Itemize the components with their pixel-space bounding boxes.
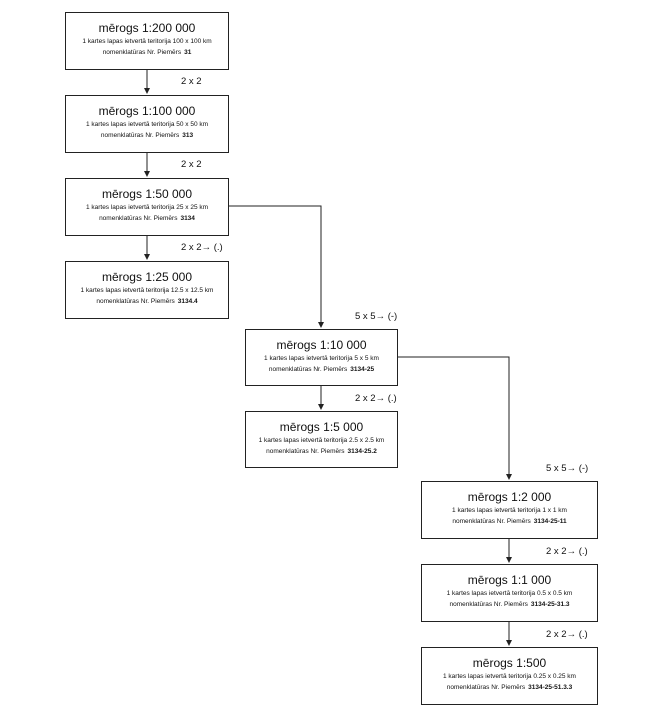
scale-title: mērogs 1:1 000	[467, 573, 552, 587]
connector-label: 5 x 5→ (-)	[355, 311, 398, 322]
connector-label: 2 x 2	[181, 159, 202, 170]
area-text: 1 kartes lapas ietvertā teritorija 12.5 …	[80, 287, 214, 294]
nomenclature-value: 3134-25-51.3.3	[528, 684, 573, 691]
nomenclature-label: nomenklatūras Nr. Piemērs	[100, 132, 180, 139]
nomenclature-label: nomenklatūras Nr. Piemērs	[268, 366, 348, 373]
connector-label: 5 x 5→ (-)	[546, 463, 589, 474]
nomenclature-value: 3134	[180, 215, 195, 222]
scale-box-1-5000: mērogs 1:5 000 1 kartes lapas ietvertā t…	[245, 411, 398, 468]
scale-box-1-500: mērogs 1:500 1 kartes lapas ietvertā ter…	[421, 647, 598, 705]
connector-label: 2 x 2→ (.)	[181, 242, 223, 253]
scale-title: mērogs 1:200 000	[98, 21, 196, 35]
nomenclature-label: nomenklatūras Nr. Piemērs	[452, 518, 531, 525]
area-text: 1 kartes lapas ietvertā teritorija 50 x …	[85, 121, 209, 128]
connector-arrow-50k-10k	[229, 205, 324, 328]
scale-box-1-10000: mērogs 1:10 000 1 kartes lapas ietvertā …	[245, 329, 398, 386]
area-text: 1 kartes lapas ietvertā teritorija 1 x 1…	[452, 507, 567, 514]
area-text: 1 kartes lapas ietvertā teritorija 100 x…	[82, 38, 212, 45]
scale-title: mērogs 1:2 000	[467, 490, 552, 504]
nomenclature-label: nomenklatūras Nr. Piemērs	[446, 684, 526, 691]
area-text: 1 kartes lapas ietvertā teritorija 5 x 5…	[264, 355, 379, 362]
nomenclature-label: nomenklatūras Nr. Piemērs	[99, 215, 178, 222]
area-text: 1 kartes lapas ietvertā teritorija 25 x …	[85, 204, 209, 211]
scale-box-1-200000: mērogs 1:200 000 1 kartes lapas ietvertā…	[65, 12, 229, 70]
connector-arrow-10k-2k	[398, 356, 512, 480]
nomenclature-value: 31	[184, 49, 192, 56]
nomenclature-value: 3134.4	[177, 298, 198, 305]
area-text: 1 kartes lapas ietvertā teritorija 0.25 …	[443, 673, 576, 680]
nomenclature-value: 313	[182, 132, 194, 139]
nomenclature-value: 3134-25	[350, 366, 375, 373]
nomenclature-value: 3134-25.2	[347, 448, 377, 455]
scale-title: mērogs 1:10 000	[276, 338, 367, 352]
area-text: 1 kartes lapas ietvertā teritorija 2.5 x…	[258, 437, 385, 444]
nomenclature-value: 3134-25-31.3	[530, 601, 570, 608]
connector-label: 2 x 2→ (.)	[546, 546, 588, 557]
nomenclature-value: 3134-25-11	[533, 518, 567, 525]
nomenclature-label: nomenklatūras Nr. Piemērs	[96, 298, 175, 305]
scale-box-1-25000: mērogs 1:25 000 1 kartes lapas ietvertā …	[65, 261, 229, 319]
scale-title: mērogs 1:5 000	[279, 420, 364, 434]
scale-title: mērogs 1:50 000	[101, 187, 193, 201]
scale-title: mērogs 1:25 000	[101, 270, 193, 284]
connector-label: 2 x 2→ (.)	[546, 629, 588, 640]
scale-title: mērogs 1:100 000	[98, 104, 196, 118]
connector-label: 2 x 2	[181, 76, 202, 87]
scale-title: mērogs 1:500	[472, 656, 547, 670]
scale-box-1-50000: mērogs 1:50 000 1 kartes lapas ietvertā …	[65, 178, 229, 236]
area-text: 1 kartes lapas ietvertā teritorija 0.5 x…	[446, 590, 573, 597]
nomenclature-label: nomenklatūras Nr. Piemērs	[266, 448, 345, 455]
scale-box-1-1000: mērogs 1:1 000 1 kartes lapas ietvertā t…	[421, 564, 598, 622]
connector-label: 2 x 2→ (.)	[355, 393, 397, 404]
nomenclature-label: nomenklatūras Nr. Piemērs	[449, 601, 528, 608]
scale-box-1-100000: mērogs 1:100 000 1 kartes lapas ietvertā…	[65, 95, 229, 153]
scale-box-1-2000: mērogs 1:2 000 1 kartes lapas ietvertā t…	[421, 481, 598, 539]
nomenclature-label: nomenklatūras Nr. Piemērs	[102, 49, 182, 56]
